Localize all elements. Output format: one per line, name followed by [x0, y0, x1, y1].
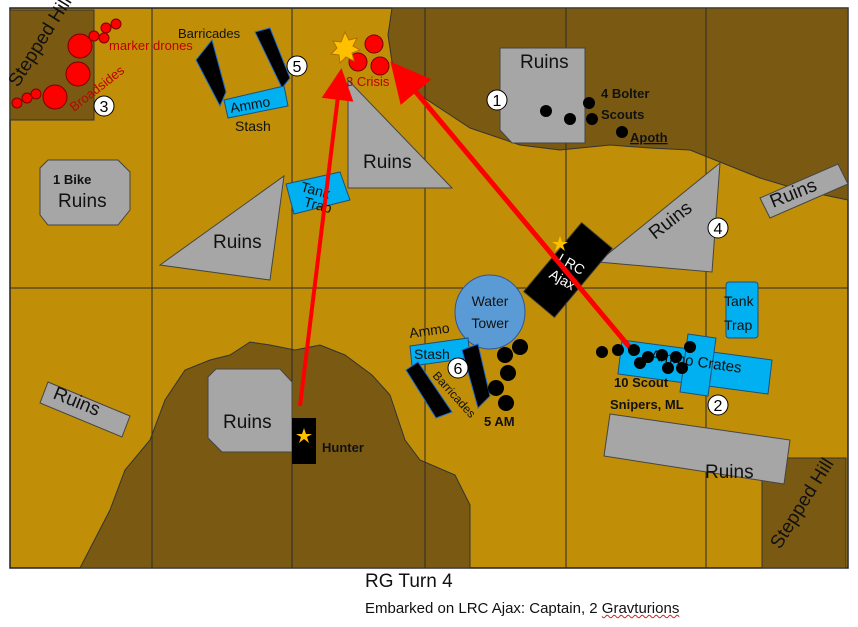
svg-text:6: 6	[454, 361, 463, 378]
objective-3: 3	[93, 95, 115, 117]
svg-text:3: 3	[100, 99, 109, 116]
scout-snipers-label2: Snipers, ML	[610, 397, 684, 412]
ammo-stash-mid-label1: Ammo	[408, 319, 450, 341]
am-label: 5 AM	[484, 414, 515, 429]
enemy-units-nw	[11, 18, 122, 110]
svg-text:4: 4	[714, 221, 723, 238]
svg-text:1: 1	[493, 93, 502, 110]
movement-arrow-snipers	[390, 61, 634, 352]
embarked-caption: Embarked on LRC Ajax: Captain, 2 Gravtur…	[365, 600, 679, 617]
objective-2: 2	[707, 394, 729, 416]
barricades-top-label: Barricades	[178, 26, 241, 41]
tank-trap-right: Tank Trap	[724, 281, 759, 339]
ruins-left-bike: Ruins	[39, 159, 131, 226]
water-tower: Water Tower	[454, 274, 526, 350]
objective-5: 5	[286, 55, 308, 77]
ruins-bottom-square-label: Ruins	[223, 412, 272, 433]
embarked-text: Embarked on LRC Ajax: Captain, 2	[365, 600, 602, 617]
ruins-left-bike-label: Ruins	[58, 191, 107, 212]
ruins-center-triangle: Ruins	[347, 78, 454, 189]
barricades-top: Barricades	[178, 26, 291, 108]
svg-text:5: 5	[293, 59, 302, 76]
crisis-label: 3 Crisis	[346, 74, 390, 89]
ruins-right-triangle: Ruins	[596, 161, 721, 273]
gravturions-text: Gravturions	[601, 600, 680, 617]
bolter-scouts-label1: 4 Bolter	[601, 86, 649, 101]
tank-trap-right-label2: Trap	[724, 317, 752, 333]
marker-drones-label: marker drones	[109, 38, 193, 53]
bolter-scouts	[540, 97, 628, 138]
ammo-stash-mid-label2: Stash	[414, 346, 450, 362]
objective-4: 4	[707, 217, 729, 239]
crisis-suits	[348, 34, 390, 76]
scout-snipers-label1: 10 Scout	[614, 375, 669, 390]
apoth-label: Apoth	[630, 130, 668, 145]
bike-label: 1 Bike	[53, 172, 91, 187]
water-tower-label1: Water	[472, 293, 509, 309]
movement-arrow-hunter	[298, 68, 354, 407]
ruins-bottom-square: Ruins	[207, 368, 293, 453]
scout-snipers	[596, 341, 696, 374]
ammo-stash-top-label1: Ammo	[229, 93, 272, 116]
tank-trap-right-label1: Tank	[724, 293, 755, 309]
ruins-bottom-right-label: Ruins	[705, 462, 754, 483]
objective-1: 1	[486, 89, 508, 111]
ammo-stash-top: Ammo Stash	[223, 85, 289, 134]
am-squad	[488, 339, 528, 411]
ruins-left-triangle-label: Ruins	[213, 232, 262, 253]
objective-6: 6	[447, 357, 469, 379]
crisis-burst-icon	[329, 30, 362, 65]
ruins-left-triangle: Ruins	[158, 174, 285, 281]
hunter-tank: Hunter	[292, 418, 364, 464]
turn-title: RG Turn 4	[365, 571, 453, 592]
hunter-label: Hunter	[322, 440, 364, 455]
lrc-star-icon	[552, 236, 568, 251]
ruins-top-label: Ruins	[520, 52, 569, 73]
bolter-scouts-label2: Scouts	[601, 107, 644, 122]
svg-text:2: 2	[714, 398, 723, 415]
ruins-top: Ruins	[499, 47, 586, 144]
water-tower-label2: Tower	[471, 315, 509, 331]
hill-area-bottom-left	[79, 341, 471, 569]
ruins-center-label: Ruins	[363, 152, 412, 173]
ammo-stash-top-label2: Stash	[235, 118, 271, 134]
ruins-bottom-right: Ruins	[603, 413, 791, 485]
hunter-star-icon	[296, 428, 312, 443]
